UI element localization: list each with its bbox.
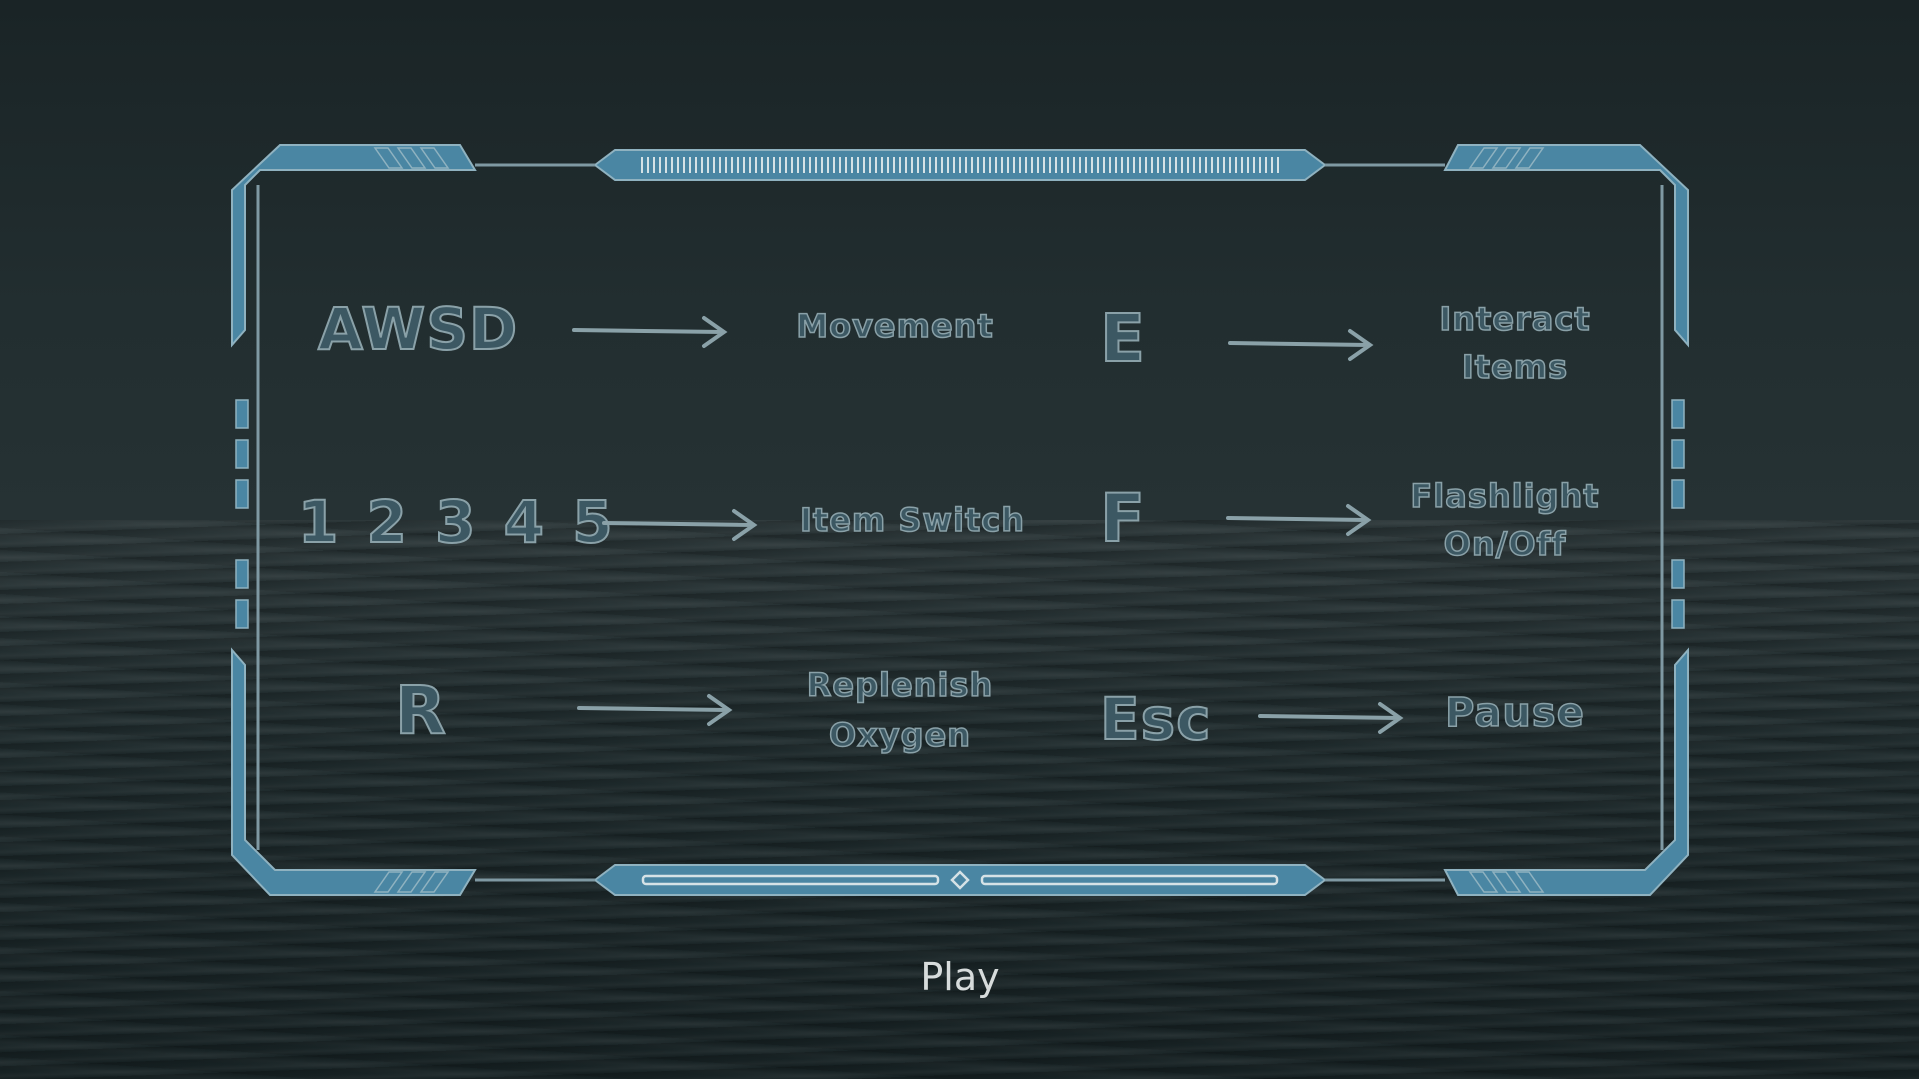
action-replenish-oxygen: Replenish Oxygen [785, 660, 1015, 760]
arrow-icon [1226, 504, 1372, 536]
arrow-icon [602, 509, 758, 541]
action-line: Replenish [806, 665, 994, 705]
arrow-icon [1258, 702, 1404, 734]
key-r: R [394, 671, 447, 750]
key-f: F [1099, 479, 1147, 558]
action-movement: Movement [795, 306, 994, 346]
key-esc: Esc [1099, 684, 1212, 754]
arrow-icon [577, 694, 733, 726]
sky-background [0, 0, 1919, 520]
action-item-switch: Item Switch [799, 500, 1025, 540]
key-e: E [1099, 299, 1147, 378]
action-pause: Pause [1444, 689, 1585, 737]
action-line: Items [1461, 347, 1569, 387]
action-interact-items: Interact Items [1395, 295, 1635, 391]
action-line: Flashlight [1410, 476, 1600, 516]
key-numbers: 1 2 3 4 5 [297, 487, 614, 557]
key-awsd: AWSD [317, 294, 519, 364]
action-line: Oxygen [828, 715, 972, 755]
action-line: Interact [1439, 299, 1591, 339]
action-line: On/Off [1443, 524, 1567, 564]
ocean-background [0, 520, 1919, 1079]
arrow-icon [1228, 329, 1374, 361]
play-button[interactable]: Play [920, 955, 1000, 999]
action-flashlight-onoff: Flashlight On/Off [1385, 472, 1625, 568]
arrow-icon [572, 316, 728, 348]
